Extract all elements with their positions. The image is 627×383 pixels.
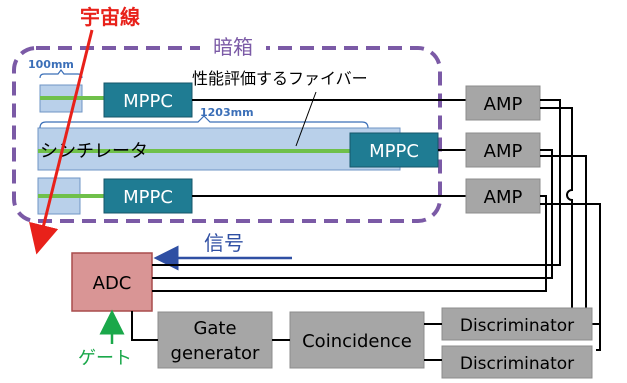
darkbox-label: 暗箱 <box>213 35 253 59</box>
dim-100-brace <box>39 69 83 79</box>
wire-amp-top-disc <box>540 107 596 325</box>
darkbox-outline <box>12 46 442 223</box>
disc-bot-label: Discriminator <box>460 354 574 374</box>
amp-bot-label: AMP <box>484 187 523 208</box>
coincidence-label: Coincidence <box>302 331 412 352</box>
wire-amp-bot-disc <box>540 203 601 351</box>
mppc-bot-label: MPPC <box>123 187 173 208</box>
amp-top-box <box>465 85 541 121</box>
darkbox-label-bg <box>200 34 266 60</box>
adc-box <box>71 252 153 312</box>
amp-bot-box <box>465 178 541 214</box>
disc-bot-box <box>441 345 593 379</box>
wire-amp-bot-adc <box>152 195 547 292</box>
amp-mid-label: AMP <box>484 141 523 162</box>
scintillator-label: シンチレータ <box>40 141 148 162</box>
cosmic-ray-arrow <box>29 29 94 255</box>
mppc-top-box <box>103 82 193 118</box>
dim-100-label: 100mm <box>28 58 74 71</box>
wire-amp-mid-adc <box>152 149 553 279</box>
mppc-mid-label: MPPC <box>369 141 419 162</box>
wire-amp-mid-disc <box>540 155 600 325</box>
gate-generator-line1: Gate <box>193 318 236 339</box>
wire-amp-top-adc <box>152 99 561 266</box>
cosmic-ray-label: 宇宙線 <box>80 5 140 29</box>
gate-label: ゲート <box>78 348 132 369</box>
dim-1203-label: 1203mm <box>200 106 254 119</box>
disc-top-label: Discriminator <box>460 316 574 336</box>
wire-gategen-adc <box>131 311 158 341</box>
fiber-note: 性能評価するファイバー <box>192 69 368 88</box>
mppc-top-label: MPPC <box>123 91 173 112</box>
gate-generator-line2: generator <box>171 343 260 364</box>
gate-generator-box <box>157 311 273 369</box>
signal-label: 信号 <box>204 231 244 255</box>
amp-top-label: AMP <box>484 94 523 115</box>
amp-mid-box <box>465 132 541 168</box>
dim-1203-brace <box>39 115 369 129</box>
adc-label: ADC <box>93 273 132 294</box>
coincidence-box <box>289 311 425 369</box>
